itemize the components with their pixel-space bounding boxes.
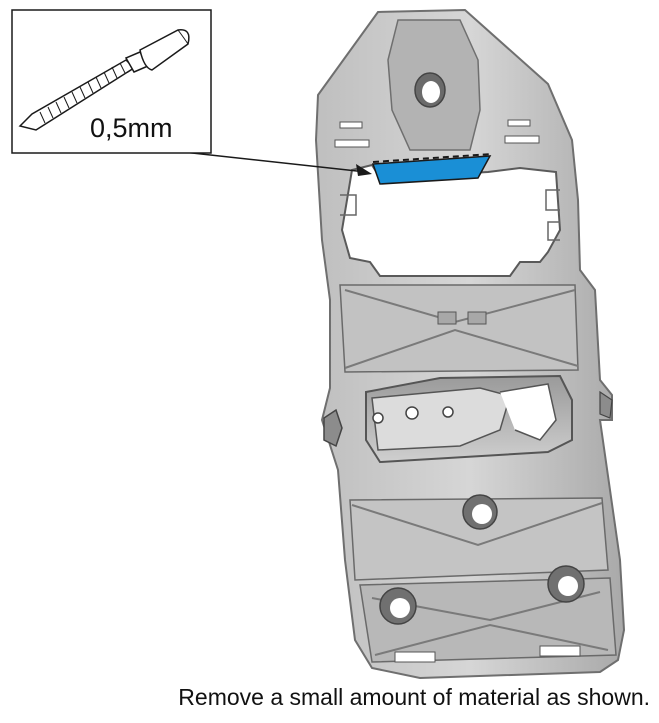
handle-lever <box>371 387 511 451</box>
leader-arrow <box>182 151 372 176</box>
instruction-caption: Remove a small amount of material as sho… <box>178 684 650 710</box>
file-icon <box>18 29 190 131</box>
pocket-hole-3 <box>442 406 454 418</box>
side-clip <box>323 408 343 448</box>
bracket-part <box>314 8 626 680</box>
lower-panel <box>349 497 609 581</box>
upper-opening <box>340 163 562 277</box>
pocket-hole-1 <box>372 412 384 424</box>
slot-left <box>339 121 363 129</box>
pocket-hole-2 <box>405 406 419 420</box>
removal-area-highlight <box>371 155 492 185</box>
slot-right <box>507 119 531 127</box>
thickness-label: 0,5mm <box>90 113 173 143</box>
tool-inset: 0,5mm <box>11 9 212 154</box>
